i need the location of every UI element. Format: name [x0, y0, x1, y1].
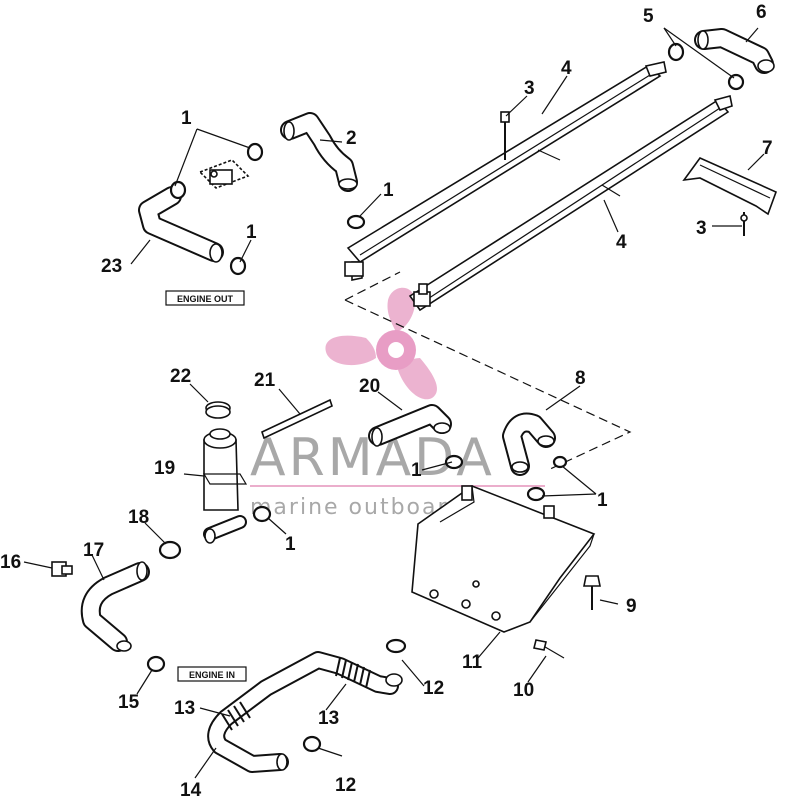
callout-16: 16	[0, 552, 21, 573]
callout-21: 21	[254, 370, 276, 391]
callout-4: 4	[616, 232, 627, 253]
callout-labels: 1 2 23 1 1 3 4 5 6 7 3 4 8 20 22 21 19 1…	[0, 2, 773, 799]
callout-3: 3	[696, 218, 707, 239]
engine-in-label: ENGINE IN	[189, 670, 235, 680]
cap-22	[205, 401, 231, 419]
clamp-1-e	[444, 454, 464, 470]
leader-lines	[23, 27, 765, 779]
bellows-13-a	[335, 657, 371, 689]
hose-23	[138, 186, 224, 263]
clamp-12-a	[385, 638, 407, 654]
tube-21	[261, 398, 333, 440]
reference-lines	[344, 271, 632, 471]
callout-8: 8	[575, 368, 586, 389]
callout-19: 19	[154, 458, 175, 479]
callout-12: 12	[423, 678, 444, 699]
callout-1: 1	[597, 490, 608, 511]
fitting-block	[198, 159, 250, 189]
hose-20	[368, 404, 452, 447]
screw-3-a	[500, 111, 510, 160]
clamp-1-h	[252, 505, 272, 523]
callout-1: 1	[285, 534, 296, 555]
cover-11	[411, 485, 596, 633]
bellows-13-b	[221, 701, 251, 731]
engine-out-tag: ENGINE OUT	[165, 290, 245, 306]
callout-9: 9	[626, 596, 637, 617]
engine-in-tag: ENGINE IN	[177, 666, 247, 682]
clamp-1-a	[246, 142, 264, 162]
fitting-16	[51, 561, 73, 577]
bracket-7	[682, 157, 778, 216]
callout-12: 12	[335, 775, 356, 796]
cooler-lower	[408, 95, 733, 312]
clamp-15	[146, 655, 166, 673]
clamp-5-b	[727, 73, 745, 91]
clamp-1-g	[526, 486, 546, 502]
screw-9	[583, 575, 601, 610]
callout-2: 2	[346, 128, 357, 149]
callout-11: 11	[462, 652, 483, 673]
callout-1: 1	[246, 222, 257, 243]
callout-15: 15	[118, 692, 140, 713]
hose-17	[80, 561, 150, 652]
hose-8	[502, 412, 556, 476]
watermark: ARMADA marine outboards	[250, 287, 545, 520]
engine-out-label: ENGINE OUT	[177, 294, 234, 304]
clamp-1-d	[346, 214, 366, 230]
drain-10	[533, 639, 565, 659]
callout-1: 1	[383, 180, 394, 201]
callout-1: 1	[181, 108, 192, 129]
callout-4: 4	[561, 58, 572, 79]
callout-10: 10	[513, 680, 534, 701]
callout-3: 3	[524, 78, 535, 99]
callout-17: 17	[83, 540, 104, 561]
callout-6: 6	[756, 2, 767, 23]
callout-1: 1	[411, 460, 422, 481]
callout-20: 20	[359, 376, 380, 397]
callout-13: 13	[318, 708, 339, 729]
callout-5: 5	[643, 6, 654, 27]
callout-22: 22	[170, 366, 191, 387]
cooler-upper	[344, 61, 667, 281]
hose-6	[694, 28, 775, 74]
clamp-5-a	[667, 42, 685, 62]
callout-14: 14	[180, 780, 202, 799]
hose-14	[207, 651, 403, 773]
screw-3-b	[740, 212, 748, 236]
clamp-1-b	[169, 180, 187, 200]
callout-18: 18	[128, 507, 149, 528]
reservoir-19	[202, 428, 248, 544]
callout-13: 13	[174, 698, 195, 719]
clamp-18	[158, 540, 182, 560]
callout-23: 23	[101, 256, 122, 277]
clamp-1-f	[552, 455, 568, 469]
callout-7: 7	[762, 138, 773, 159]
clamp-12-b	[302, 735, 322, 753]
propeller-logo-icon	[325, 287, 437, 400]
clamp-1-c	[229, 256, 247, 276]
